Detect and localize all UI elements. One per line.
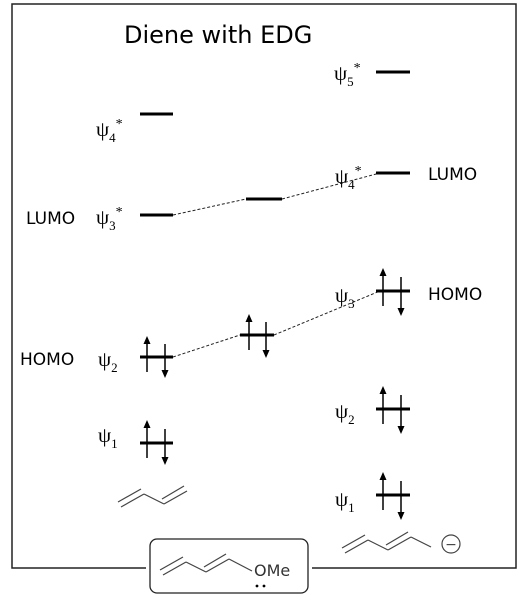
methoxy-label: OMe	[254, 561, 290, 580]
right-homo-label: HOMO	[428, 285, 482, 305]
lone-pair-dot-1	[255, 584, 259, 588]
left-homo-label: HOMO	[20, 350, 74, 370]
anion-charge-circle	[441, 534, 461, 554]
left-psi2-level	[140, 336, 173, 378]
left-psi2-label: ψ2	[98, 347, 118, 375]
right-psi3-label: ψ3	[335, 283, 355, 311]
methoxy-diene-box	[149, 538, 309, 594]
right-psi1-level	[376, 472, 410, 520]
right-psi5-label: ψ5*	[334, 61, 361, 89]
left-lumo-label: LUMO	[26, 209, 75, 229]
pentadienyl-anion-structure	[341, 531, 432, 554]
right-psi2-level	[376, 386, 410, 434]
left-psi3-label: ψ3*	[96, 205, 123, 233]
middle-homo-level	[240, 314, 274, 358]
anion-charge-symbol: −	[445, 537, 457, 553]
right-psi4-label: ψ4*	[335, 164, 362, 192]
correlation-lines	[172, 172, 381, 358]
left-psi1-label: ψ1	[98, 423, 118, 451]
left-psi4-label: ψ4*	[96, 117, 123, 145]
right-psi2-label: ψ2	[335, 399, 355, 427]
butadiene-structure	[117, 485, 188, 508]
methoxy-diene-structure	[159, 553, 253, 576]
right-psi3-level	[376, 268, 410, 316]
right-psi1-label: ψ1	[335, 487, 355, 515]
diagram-title: Diene with EDG	[124, 21, 312, 49]
lone-pair-dot-2	[262, 584, 266, 588]
right-lumo-label: LUMO	[428, 165, 477, 185]
left-psi1-level	[140, 420, 173, 465]
